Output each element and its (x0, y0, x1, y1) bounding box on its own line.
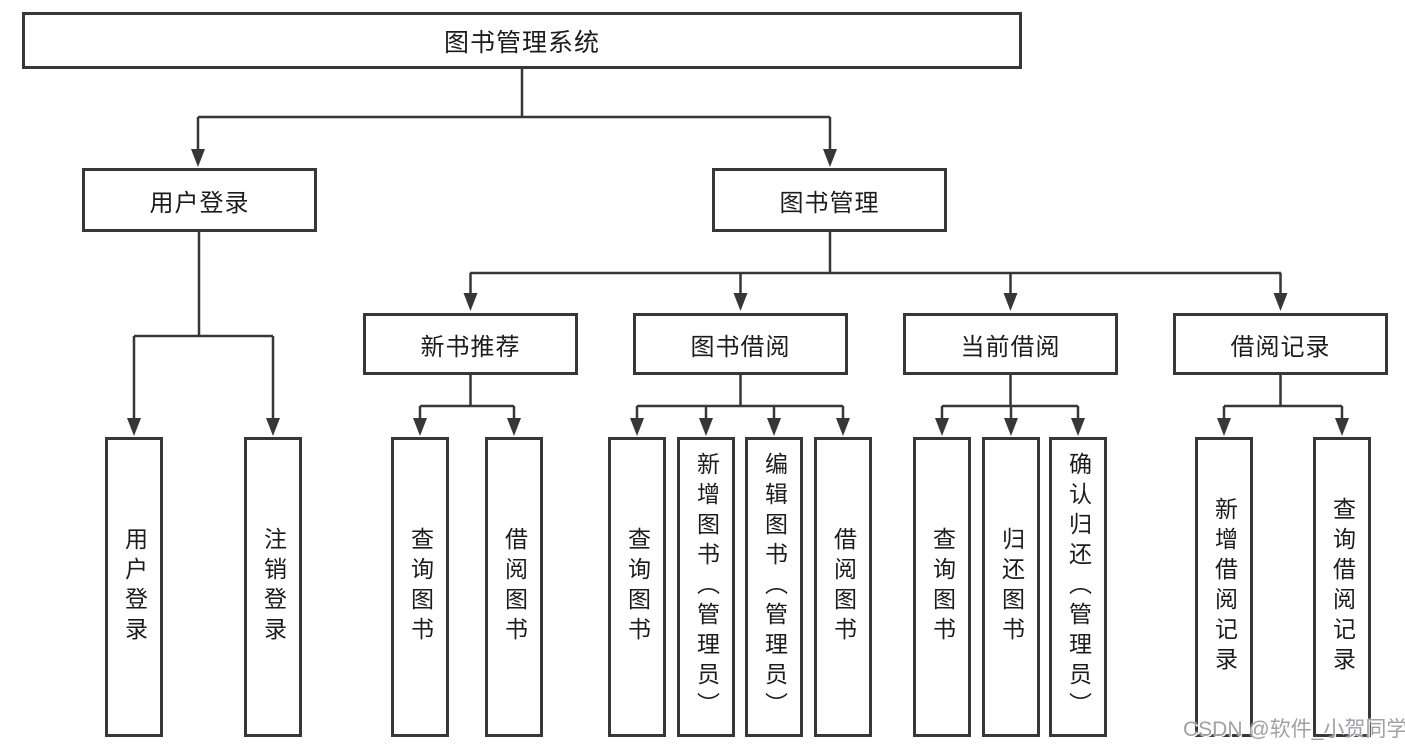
leaf-borrow-query-books: 查询图书 (608, 437, 666, 737)
node-label: 借阅记录 (1230, 333, 1331, 361)
leaf-rec-query-books: 查询图书 (391, 437, 449, 737)
leaf-current-query-books: 查询图书 (913, 437, 971, 737)
leaf-add-borrow-record: 新增借阅记录 (1195, 437, 1253, 737)
leaf-rec-borrow-books: 借阅图书 (485, 437, 543, 737)
node-label: 图书管理系统 (443, 28, 600, 57)
leaf-borrow-books: 借阅图书 (814, 437, 872, 737)
node-label: 新增图书（管理员） (693, 452, 720, 722)
node-label: 查询借阅记录 (1329, 497, 1356, 677)
node-book-management: 图书管理 (712, 168, 947, 232)
leaf-user-login: 用户登录 (105, 437, 163, 737)
node-label: 确认归还（管理员） (1065, 452, 1092, 722)
node-library-system: 图书管理系统 (22, 12, 1022, 69)
node-label: 查询图书 (624, 527, 651, 647)
node-label: 当前借阅 (960, 333, 1061, 361)
node-label: 图书借阅 (690, 333, 791, 361)
node-user-login-branch: 用户登录 (82, 168, 317, 232)
node-new-book-recommend: 新书推荐 (363, 313, 578, 375)
leaf-confirm-return-admin: 确认归还（管理员） (1049, 437, 1107, 737)
leaf-return-books: 归还图书 (982, 437, 1040, 737)
node-current-borrowing: 当前借阅 (903, 313, 1118, 375)
leaf-logout: 注销登录 (244, 437, 302, 737)
node-label: 用户登录 (149, 189, 250, 217)
node-label: 图书管理 (779, 189, 880, 217)
node-label: 查询图书 (929, 527, 956, 647)
node-label: 借阅图书 (830, 527, 857, 647)
node-label: 查询图书 (407, 527, 434, 647)
leaf-edit-books-admin: 编辑图书（管理员） (745, 437, 803, 737)
leaf-query-borrow-record: 查询借阅记录 (1313, 437, 1371, 737)
node-label: 归还图书 (998, 527, 1025, 647)
csdn-watermark: CSDN @软件_小贺同学 (1183, 718, 1405, 741)
leaf-add-books-admin: 新增图书（管理员） (677, 437, 735, 737)
node-label: 编辑图书（管理员） (761, 452, 788, 722)
node-label: 新书推荐 (420, 333, 521, 361)
node-label: 用户登录 (121, 527, 148, 647)
node-label: 借阅图书 (501, 527, 528, 647)
node-label: 注销登录 (260, 527, 287, 647)
node-borrow-records: 借阅记录 (1173, 313, 1388, 375)
node-label: 新增借阅记录 (1211, 497, 1238, 677)
node-book-borrowing: 图书借阅 (633, 313, 848, 375)
